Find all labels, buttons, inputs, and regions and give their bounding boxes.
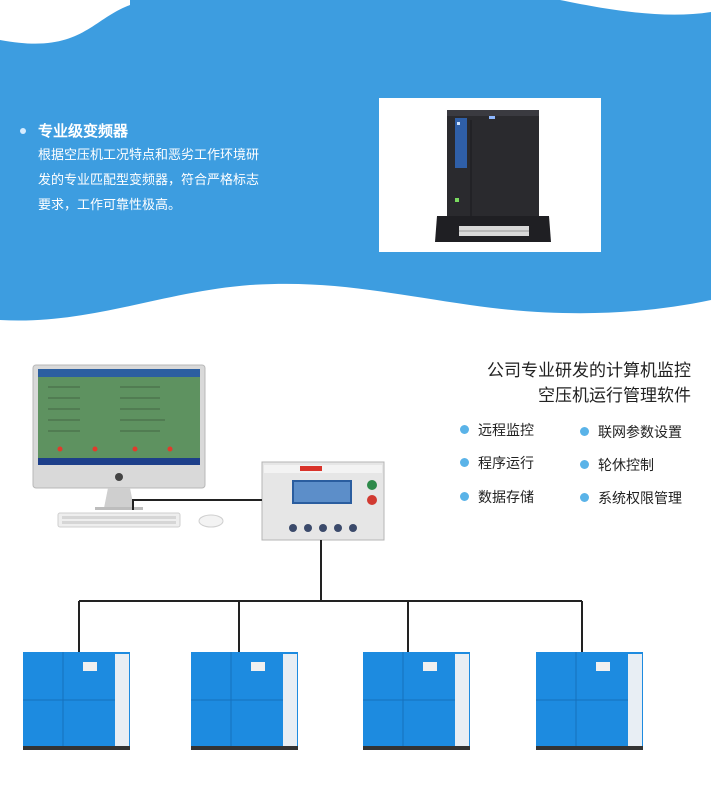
controller-icon: [261, 461, 385, 541]
feature-description: 根据空压机工况特点和恶劣工作环境研 发的专业匹配型变频器，符合严格标志 要求，工…: [38, 148, 260, 213]
feature-rotation-control: 轮休控制: [580, 456, 654, 476]
inverter-photo: [379, 98, 601, 252]
compressor-icon: [536, 652, 643, 750]
compressor-icon: [363, 652, 470, 750]
software-title: 公司专业研发的计算机监控 空压机运行管理软件: [487, 361, 691, 406]
compressor-icon: [191, 652, 298, 750]
bullet-icon: [460, 492, 469, 501]
feature-remote-monitoring: 远程监控: [460, 421, 534, 441]
feature-program-run: 程序运行: [460, 454, 534, 474]
bullet-icon: [580, 460, 589, 469]
bullet-icon: [580, 427, 589, 436]
feature-title: 专业级变频器: [38, 122, 129, 140]
feature-data-storage: 数据存储: [460, 488, 534, 508]
bullet-icon: [20, 128, 26, 134]
hero-banner: 专业级变频器 根据空压机工况特点和恶劣工作环境研 发的专业匹配型变频器，符合严格…: [0, 0, 711, 330]
bullet-icon: [580, 493, 589, 502]
feature-card: 专业级变频器 根据空压机工况特点和恶劣工作环境研 发的专业匹配型变频器，符合严格…: [20, 121, 290, 218]
bullet-icon: [460, 458, 469, 467]
bullet-icon: [460, 425, 469, 434]
computer-icon: [32, 364, 224, 528]
compressor-icon: [23, 652, 130, 750]
feature-permission-management: 系统权限管理: [580, 489, 682, 509]
network-diagram: [23, 364, 643, 750]
feature-network-params: 联网参数设置: [580, 423, 682, 443]
